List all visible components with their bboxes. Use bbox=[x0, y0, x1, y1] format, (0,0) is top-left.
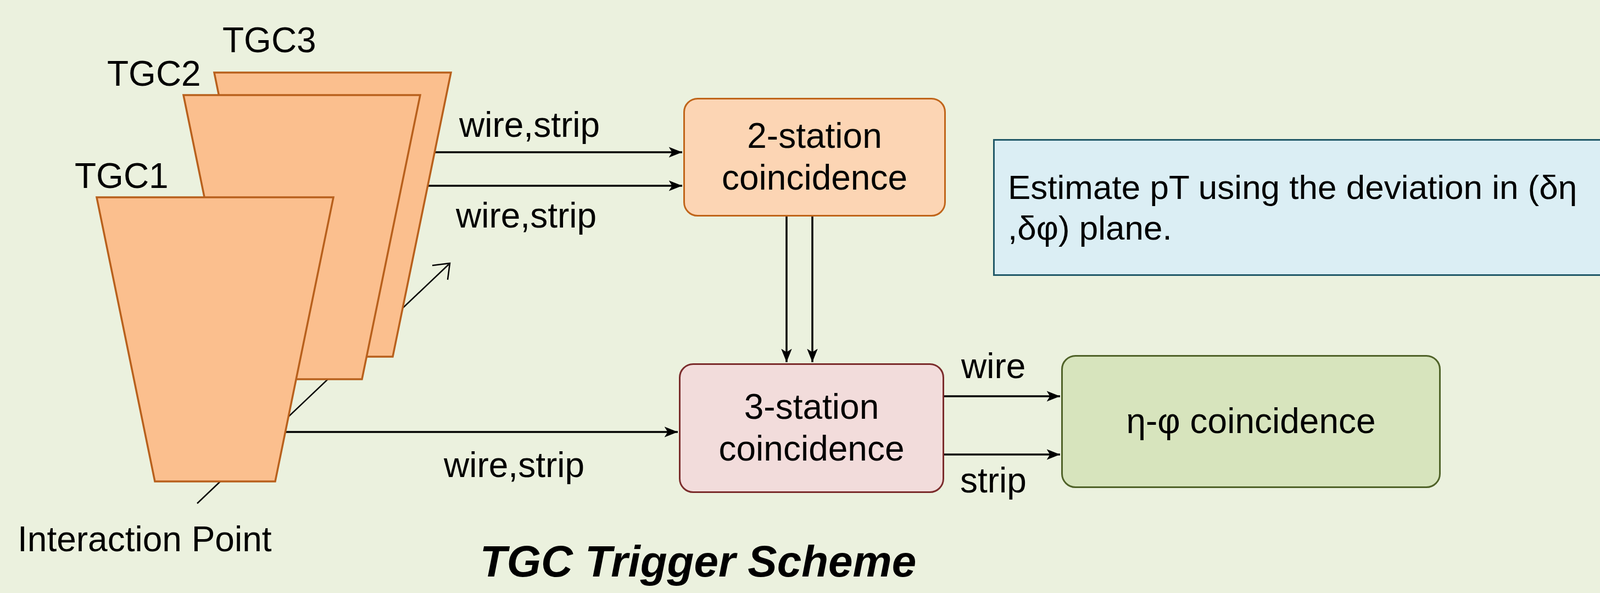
chamber-label: TGC1 bbox=[74, 155, 169, 197]
caption: TGC Trigger Scheme bbox=[480, 536, 917, 587]
connector-arrow bbox=[400, 184, 683, 187]
connector-arrow bbox=[943, 394, 1061, 398]
interaction-arrowhead bbox=[432, 263, 450, 280]
chamber-label: TGC2 bbox=[107, 53, 202, 94]
chamber-label: TGC3 bbox=[222, 19, 317, 61]
box-text: η-φ coincidence bbox=[1125, 400, 1376, 443]
box-text: 2-station coincidence bbox=[698, 115, 931, 199]
chamber-panel bbox=[96, 197, 334, 482]
connector-arrow bbox=[283, 430, 678, 433]
signal-label: wire bbox=[961, 345, 1026, 387]
process-box: η-φ coincidence bbox=[1061, 354, 1441, 488]
connector-arrow bbox=[811, 216, 814, 362]
process-box: 2-station coincidence bbox=[683, 97, 946, 217]
process-box: 3-station coincidence bbox=[678, 363, 945, 493]
signal-label: wire,strip bbox=[443, 444, 585, 485]
connector-arrow bbox=[785, 216, 788, 362]
tgc-chamber: TGC1 bbox=[96, 197, 334, 482]
connector-arrow bbox=[433, 151, 683, 154]
point-label: Interaction Point bbox=[17, 518, 272, 560]
chamber-outline bbox=[96, 197, 334, 482]
note-text: Estimate pT using the deviation in (δη ,… bbox=[1007, 166, 1590, 248]
note-box: Estimate pT using the deviation in (δη ,… bbox=[993, 138, 1600, 276]
signal-label: strip bbox=[960, 459, 1027, 501]
connector-arrow bbox=[943, 453, 1061, 456]
box-text: 3-station coincidence bbox=[693, 386, 930, 470]
signal-label: wire,strip bbox=[455, 194, 597, 236]
signal-label: wire,strip bbox=[459, 104, 600, 146]
